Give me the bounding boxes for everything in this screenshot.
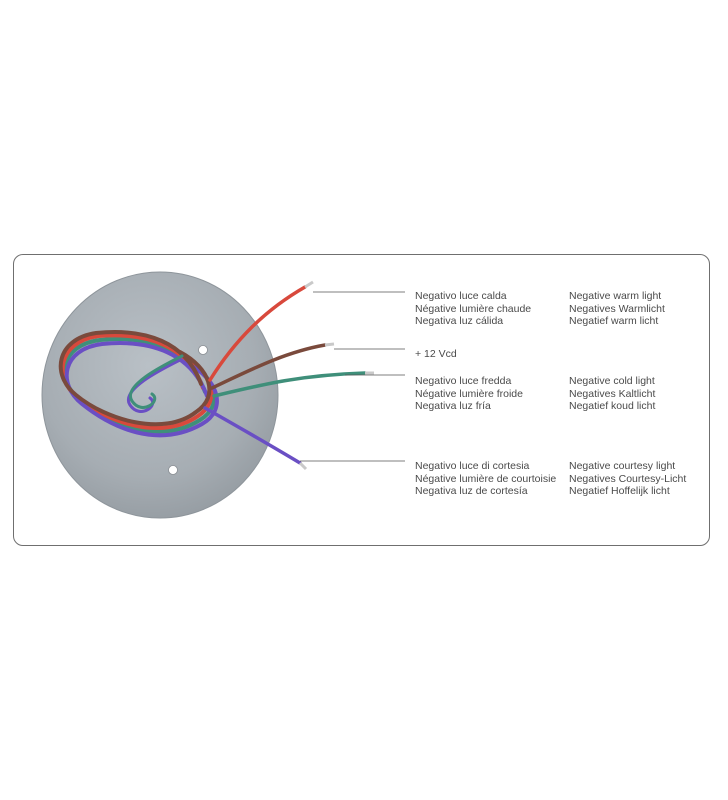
label-cold-it: Negativo luce fredda: [415, 375, 512, 387]
label-warm-it-fr-es: Negativo luce calda Négative lumière cha…: [415, 290, 531, 328]
label-warm-it: Negativo luce calda: [415, 290, 507, 302]
wire-warm: [208, 285, 307, 382]
label-warm-fr: Négative lumière chaude: [415, 302, 532, 315]
label-warm-en: Negative warm light: [569, 290, 662, 302]
label-courtesy-de: Negatives Courtesy-Licht: [569, 472, 687, 485]
wire-tip-positive: [324, 342, 335, 347]
screw-hole-top: [198, 345, 208, 355]
wire-cold: [212, 371, 367, 398]
label-courtesy-fr: Négative lumière de courtoisie: [415, 472, 557, 485]
label-courtesy-es: Negativa luz de cortesía: [415, 485, 528, 498]
wire-courtesy: [203, 406, 302, 465]
wire-tip-courtesy: [298, 461, 308, 471]
label-warm-es: Negativa luz cálida: [415, 315, 504, 328]
label-courtesy-nl: Negatief Hoffelijk licht: [569, 485, 670, 498]
label-warm-nl: Negatief warm licht: [569, 315, 659, 328]
label-cold-es: Negativa luz fría: [415, 400, 491, 413]
label-cold-fr: Négative lumière froide: [415, 387, 523, 400]
label-courtesy-it-fr-es: Negativo luce di cortesia Négative lumiè…: [415, 460, 556, 498]
wire-tip-warm: [304, 280, 314, 289]
screw-hole-bottom: [168, 465, 178, 475]
label-cold-en: Negative cold light: [569, 375, 655, 387]
label-cold-nl: Negatief koud licht: [569, 400, 656, 413]
label-cold-en-de-nl: Negative cold light Negatives Kaltlicht …: [569, 375, 655, 413]
label-cold-de: Negatives Kaltlicht: [569, 387, 656, 400]
label-warm-de: Negatives Warmlicht: [569, 302, 665, 315]
leader-lines: [300, 291, 405, 462]
label-positive: + 12 Vcd: [415, 348, 457, 361]
label-positive-12vcd: + 12 Vcd: [415, 348, 457, 360]
label-courtesy-en: Negative courtesy light: [569, 460, 676, 472]
label-courtesy-it: Negativo luce di cortesia: [415, 460, 530, 472]
label-cold-it-fr-es: Negativo luce fredda Négative lumière fr…: [415, 375, 523, 413]
label-courtesy-en-de-nl: Negative courtesy light Negatives Courte…: [569, 460, 686, 498]
label-warm-en-de-nl: Negative warm light Negatives Warmlicht …: [569, 290, 665, 328]
wire-positive: [210, 343, 327, 390]
